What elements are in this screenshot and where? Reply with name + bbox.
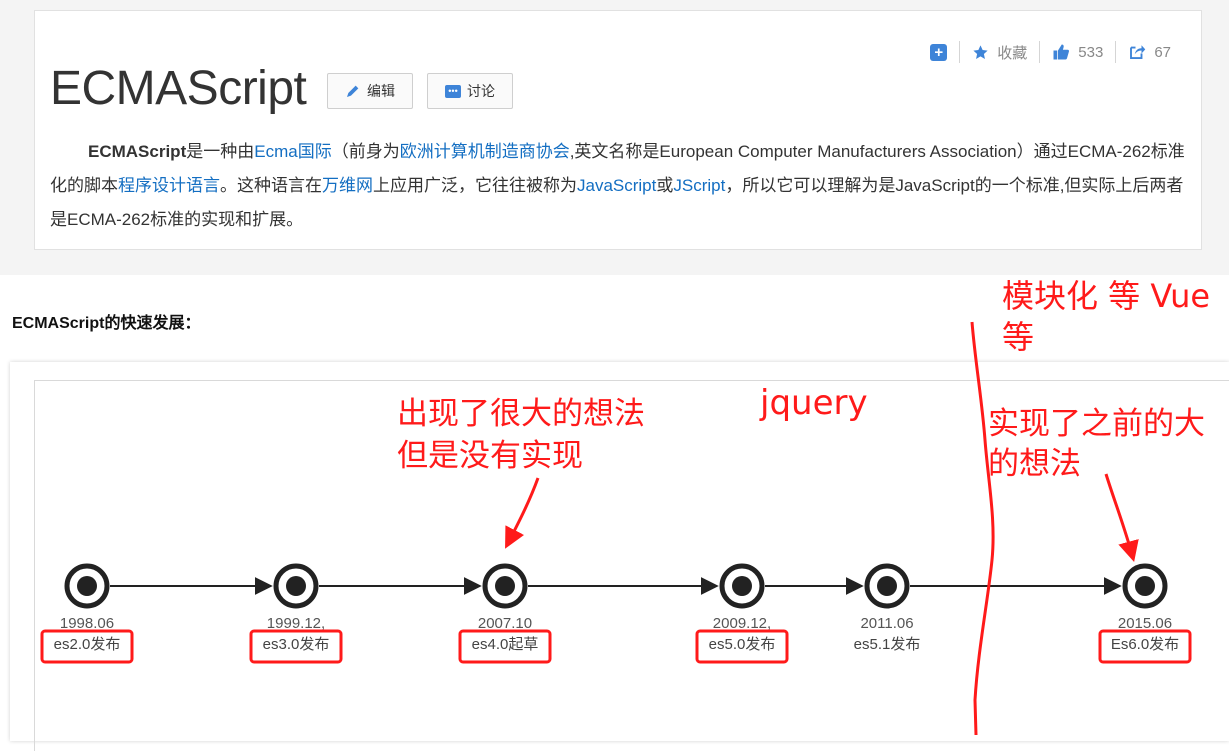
discuss-button[interactable]: ••• 讨论 — [427, 73, 513, 109]
timeline-panel — [10, 362, 1229, 751]
link-programming-language[interactable]: 程序设计语言 — [118, 176, 220, 195]
share-icon — [1130, 45, 1146, 59]
toolbar-divider — [1039, 41, 1041, 63]
summary-text: 是一种由 — [186, 142, 255, 161]
card-toolbar: + 收藏 533 67 — [918, 39, 1183, 65]
annotation-modular-line1: 模块化 等 Vue — [1002, 277, 1210, 315]
link-ecma-association[interactable]: 欧洲计算机制造商协会 — [399, 142, 570, 161]
summary-text: 或 — [656, 176, 674, 195]
encyclopedia-card: + 收藏 533 67 ECMAScript 编辑 ••• 讨论 ECMAScr… — [34, 10, 1202, 250]
summary-text: ，所以它可以理解为是JavaScript的一个标准,但实际上后两者是ECMA-2… — [50, 176, 1184, 229]
share-button[interactable]: 67 — [1116, 43, 1183, 61]
summary-lead: ECMAScript — [88, 142, 187, 161]
link-jscript[interactable]: JScript — [673, 176, 726, 195]
favorite-label: 收藏 — [997, 44, 1028, 62]
thumbs-up-icon — [1053, 44, 1070, 60]
link-javascript[interactable]: JavaScript — [577, 176, 657, 195]
plus-icon: + — [930, 43, 948, 61]
star-icon — [973, 44, 988, 59]
summary-text: ,英文名称是European Computer Manufacturers As… — [50, 142, 1185, 195]
toolbar-divider — [1115, 41, 1117, 63]
add-button[interactable]: + — [918, 43, 959, 61]
entry-title: ECMAScript — [50, 62, 307, 115]
edit-button[interactable]: 编辑 — [327, 73, 413, 109]
timeline-frame — [34, 380, 1229, 751]
like-count: 533 — [1078, 43, 1104, 61]
section-heading: ECMAScript的快速发展： — [12, 315, 201, 332]
link-ecma[interactable]: Ecma国际 — [254, 142, 332, 161]
toolbar-divider — [959, 41, 961, 63]
entry-summary: ECMAScript是一种由Ecma国际（前身为欧洲计算机制造商协会,英文名称是… — [50, 135, 1190, 237]
favorite-button[interactable]: 收藏 — [960, 42, 1039, 63]
pencil-icon — [347, 85, 359, 97]
edit-label: 编辑 — [367, 83, 395, 99]
link-www[interactable]: 万维网 — [322, 176, 373, 195]
summary-text: 。这种语言在 — [220, 176, 322, 195]
discuss-label: 讨论 — [467, 83, 495, 99]
like-button[interactable]: 533 — [1040, 43, 1115, 61]
share-count: 67 — [1154, 43, 1171, 61]
summary-text: 上应用广泛，它往往被称为 — [373, 176, 577, 195]
summary-text: （前身为 — [331, 142, 400, 161]
annotation-modular-line2: 等 — [1002, 318, 1034, 356]
chat-icon: ••• — [445, 84, 461, 98]
